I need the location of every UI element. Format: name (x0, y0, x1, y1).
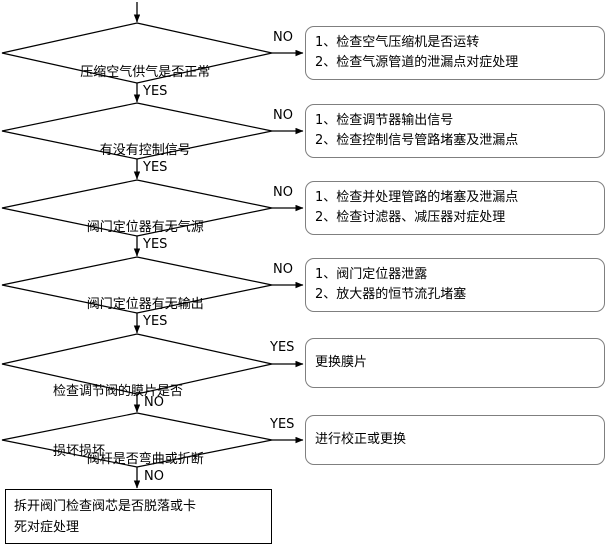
edge-label-d6-yes: YES (270, 417, 295, 432)
action-a2-line1: 1、检查调节器输出信号 (315, 113, 454, 128)
action-a1-line1: 1、检查空气压缩机是否运转 (315, 35, 480, 50)
edge-label-d1-no: NO (273, 30, 293, 45)
action-a4-line1: 1、阀门定位器泄露 (315, 267, 428, 282)
action-box-a4[interactable]: 1、阀门定位器泄露 2、放大器的恒节流孔堵塞 (305, 258, 605, 312)
decision-d3-text: 阀门定位器有无气源 (2, 199, 272, 256)
action-a6-line1: 进行校正或更换 (315, 432, 407, 447)
edge-label-d5-no: NO (144, 395, 164, 410)
edge-label-d3-no: NO (273, 185, 293, 200)
edge-label-d4-yes: YES (143, 314, 168, 329)
decision-d4-line1: 阀门定位器有无输出 (86, 297, 204, 312)
edge-label-d3-yes: YES (143, 237, 168, 252)
terminal-t1-line2: 死对症处理 (14, 519, 80, 535)
decision-d5-text: 检查调节阀的膜片是否 损坏损坏 (53, 342, 273, 502)
action-box-a3[interactable]: 1、检查并处理管路的堵塞及泄漏点 2、检查讨滤器、减压器对症处理 (305, 181, 605, 235)
edge-label-d5-yes: YES (270, 340, 295, 355)
decision-d4-text: 阀门定位器有无输出 (2, 276, 272, 333)
decision-d2-text: 有没有控制信号 (2, 122, 272, 179)
action-a4-line2: 2、放大器的恒节流孔堵塞 (315, 287, 467, 302)
decision-d1-text: 压缩空气供气是否正常 (2, 44, 272, 101)
decision-d2-line1: 有没有控制信号 (99, 143, 191, 158)
edge-label-d6-no: NO (144, 469, 164, 484)
action-a5-line1: 更换膜片 (315, 355, 368, 370)
decision-d5-line2: 损坏损坏 (53, 444, 106, 459)
action-a2-line2: 2、检查控制信号管路堵塞及泄漏点 (315, 133, 519, 148)
decision-d3-line1: 阀门定位器有无气源 (86, 220, 204, 235)
action-a1-line2: 2、检查气源管道的泄漏点对症处理 (315, 55, 519, 70)
action-box-a5[interactable]: 更换膜片 (305, 338, 605, 388)
action-box-a6[interactable]: 进行校正或更换 (305, 415, 605, 465)
action-box-a1[interactable]: 1、检查空气压缩机是否运转 2、检查气源管道的泄漏点对症处理 (305, 26, 605, 80)
terminal-t1-line1: 拆开阀门检查阀芯是否脱落或卡 (14, 498, 197, 514)
action-box-a2[interactable]: 1、检查调节器输出信号 2、检查控制信号管路堵塞及泄漏点 (305, 104, 605, 158)
edge-label-d2-no: NO (273, 108, 293, 123)
edge-label-d2-yes: YES (143, 160, 168, 175)
decision-d6-line1: 阀杆是否弯曲或折断 (86, 452, 204, 467)
action-a3-line2: 2、检查讨滤器、减压器对症处理 (315, 210, 506, 225)
edge-label-d4-no: NO (273, 262, 293, 277)
decision-d5-line1: 检查调节阀的膜片是否 (53, 384, 184, 399)
decision-d6-text: 阀杆是否弯曲或折断 (2, 431, 272, 488)
terminal-box-t1[interactable]: 拆开阀门检查阀芯是否脱落或卡 死对症处理 (5, 489, 272, 544)
action-a3-line1: 1、检查并处理管路的堵塞及泄漏点 (315, 190, 519, 205)
edge-label-d1-yes: YES (143, 84, 168, 99)
decision-d1-line1: 压缩空气供气是否正常 (80, 65, 211, 80)
